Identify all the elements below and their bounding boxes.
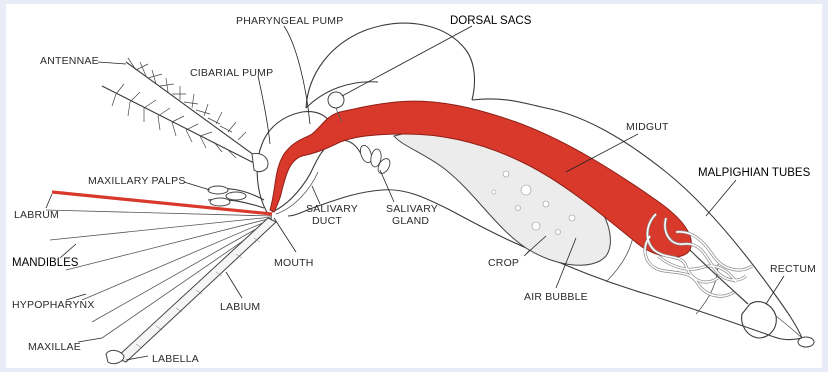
leader-lines [46,26,784,360]
label-dorsal-sacs: DORSAL SACS [450,15,532,27]
label-maxillae: MAXILLAE [28,341,81,353]
labels: ANTENNAE PHARYNGEAL PUMP DORSAL SACS CIB… [12,15,816,365]
maxillary-palps [208,186,264,208]
label-salivary-gland-2: GLAND [392,215,429,227]
label-midgut: MIDGUT [626,121,669,133]
label-hypopharynx: HYPOPHARYNX [12,299,95,311]
diagram-canvas: ANTENNAE PHARYNGEAL PUMP DORSAL SACS CIB… [6,4,822,368]
label-pharyngeal-pump: PHARYNGEAL PUMP [236,15,343,27]
label-salivary-duct-2: DUCT [312,215,342,227]
label-labella: LABELLA [152,353,199,365]
salivary-gland [358,144,392,176]
label-maxillary-palps: MAXILLARY PALPS [88,175,186,187]
mosquito-anatomy-diagram: ANTENNAE PHARYNGEAL PUMP DORSAL SACS CIB… [6,4,822,368]
label-cibarial-pump: CIBARIAL PUMP [190,67,273,79]
label-antennae: ANTENNAE [40,55,99,67]
label-labium: LABIUM [220,301,260,313]
label-malpighian-tubes: MALPIGHIAN TUBES [698,167,811,179]
label-salivary-gland-1: SALIVARY [386,203,438,215]
label-mandibles: MANDIBLES [12,257,79,269]
mouthparts [46,192,276,364]
label-crop: CROP [488,257,519,269]
label-mouth: MOUTH [274,257,314,269]
label-salivary-duct-1: SALIVARY [306,203,358,215]
label-labrum: LABRUM [14,209,59,221]
label-air-bubble: AIR BUBBLE [524,291,588,303]
label-rectum: RECTUM [770,263,816,275]
